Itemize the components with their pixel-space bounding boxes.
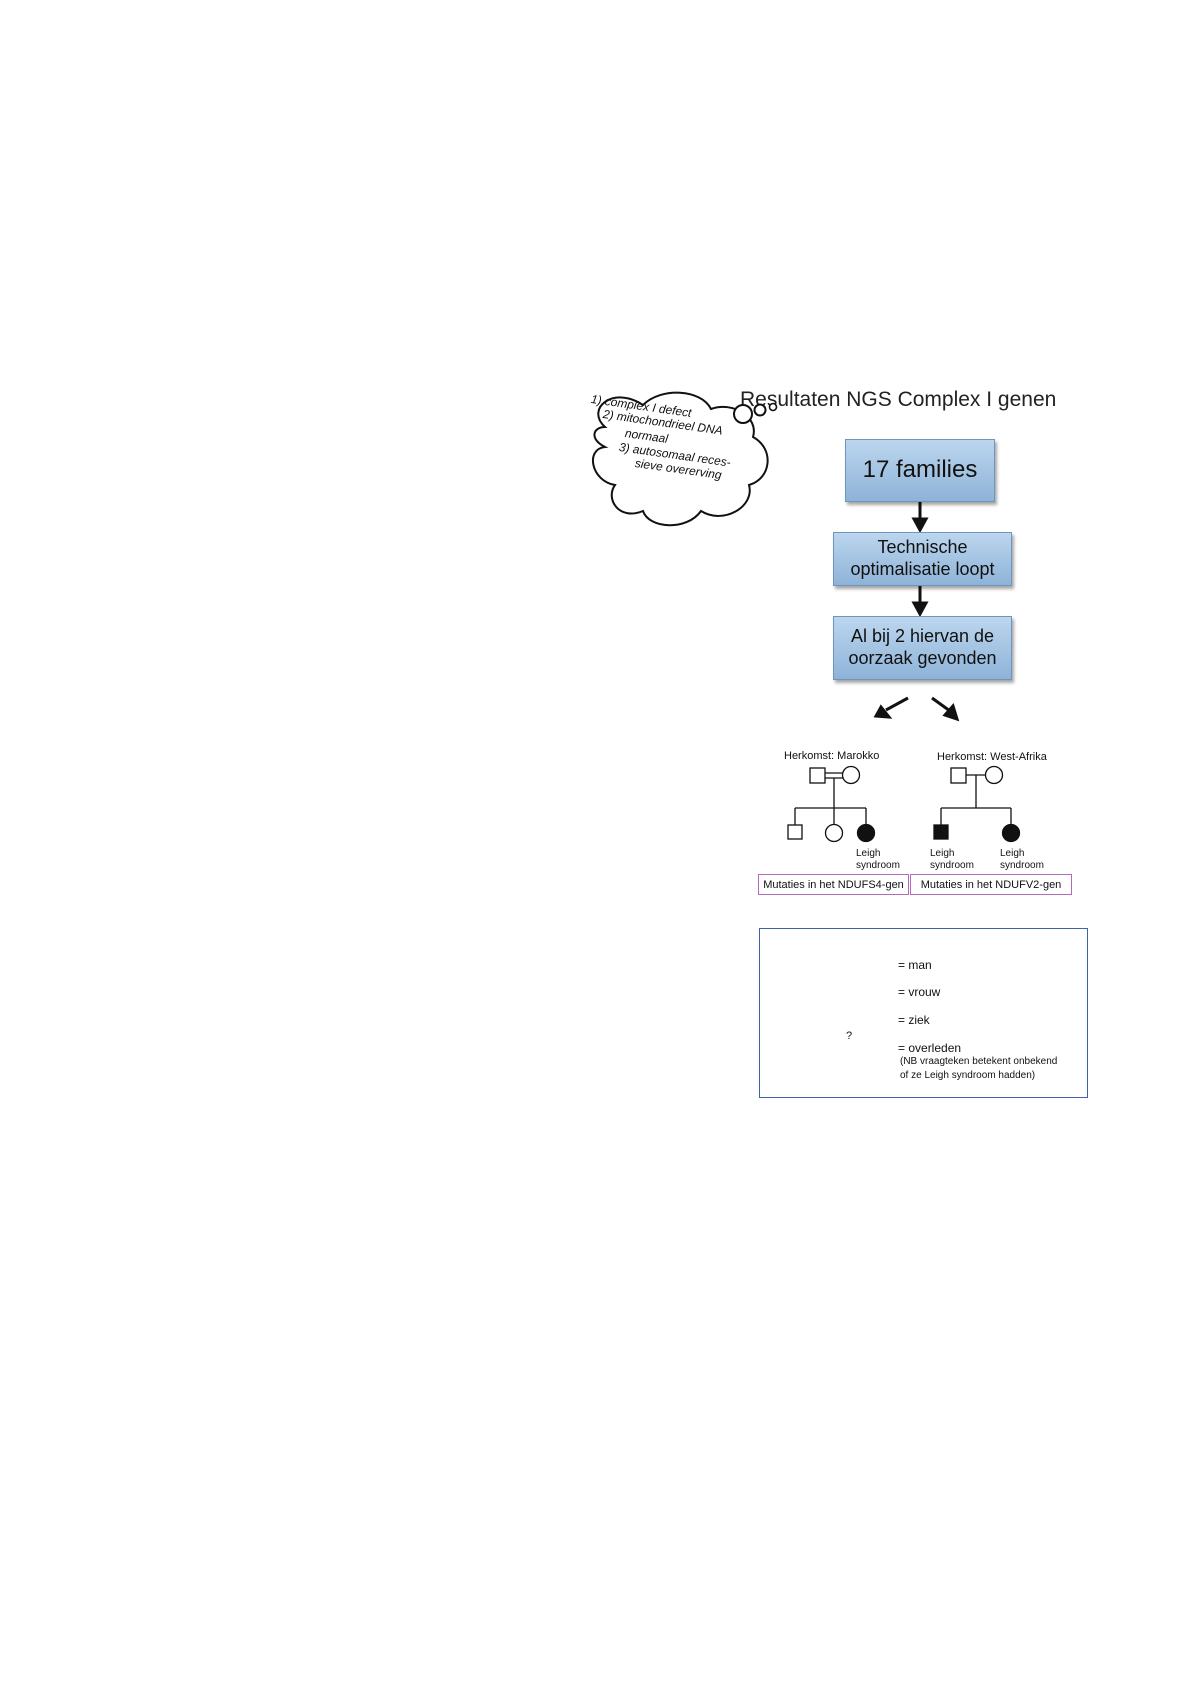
figure: Resultaten NGS Complex I genen — [590, 370, 1100, 1110]
arrow-left — [885, 696, 909, 712]
left-affected-daughter — [856, 823, 876, 843]
left-gene-box: Mutaties in het NDUFS4-gen — [758, 874, 909, 895]
flow-box-cause-found: Al bij 2 hiervan de oorzaak gevonden — [833, 616, 1012, 680]
arrow-right — [931, 696, 951, 713]
flow-box-optimization: Technische optimalisatie loopt — [833, 532, 1012, 586]
flow-arrows — [873, 501, 960, 722]
right-affected-daughter — [1001, 823, 1021, 843]
right-affected-son — [933, 824, 949, 840]
legend-woman-label: = vrouw — [898, 985, 941, 999]
legend-box — [759, 928, 1088, 1098]
right-affected2-label-2: syndroom — [1000, 860, 1044, 871]
legend-unknown-mark: ? — [846, 1030, 853, 1042]
right-affected1-label-2: syndroom — [930, 860, 974, 871]
right-gene-box: Mutaties in het NDUFV2-gen — [910, 874, 1072, 895]
left-father-square — [809, 767, 826, 784]
arrow-right-head — [942, 703, 960, 722]
legend-note-line1: (NB vraagteken betekent onbekend — [900, 1056, 1058, 1067]
arrow-2-head — [911, 601, 929, 618]
thought-cloud — [592, 391, 778, 527]
flow-box-families-text: 17 families — [862, 456, 978, 484]
flow-box-optimization-line1: Technische — [877, 537, 968, 558]
pedigree-left — [787, 765, 876, 843]
left-origin-label: Herkomst: Marokko — [784, 750, 880, 762]
right-affected1-label-1: Leigh — [930, 848, 955, 859]
flow-box-families: 17 families — [845, 439, 995, 502]
flow-box-optimization-line2: optimalisatie loopt — [850, 559, 995, 579]
cloud-bubble-large — [733, 404, 753, 424]
arrow-left-head — [873, 704, 893, 719]
pedigree-right — [933, 765, 1021, 843]
left-son-square — [787, 824, 803, 840]
right-origin-label: Herkomst: West-Afrika — [937, 751, 1047, 763]
left-mother-circle — [841, 765, 861, 785]
flow-box-cause-line1: Al bij 2 hiervan de — [850, 626, 995, 647]
left-affected-label-1: Leigh — [856, 848, 881, 859]
figure-title: Resultaten NGS Complex I genen — [740, 388, 1057, 411]
cloud-shape — [592, 391, 769, 527]
left-daughter-circle — [824, 823, 844, 843]
left-affected-label-2: syndroom — [856, 860, 900, 871]
right-mother-circle — [984, 765, 1004, 785]
legend-note-line2: of ze Leigh syndroom hadden) — [900, 1070, 1036, 1081]
cloud-bubble-small — [768, 402, 778, 412]
legend-sick-label: = ziek — [898, 1013, 930, 1027]
legend-man-label: = man — [898, 958, 932, 972]
cloud-bubble-medium — [753, 403, 767, 417]
flow-box-cause-line2: oorzaak gevonden — [848, 648, 997, 668]
right-affected2-label-1: Leigh — [1000, 848, 1025, 859]
right-father-square — [950, 767, 967, 784]
legend-deceased-label: = overleden — [898, 1041, 962, 1055]
arrow-1-head — [911, 517, 929, 534]
